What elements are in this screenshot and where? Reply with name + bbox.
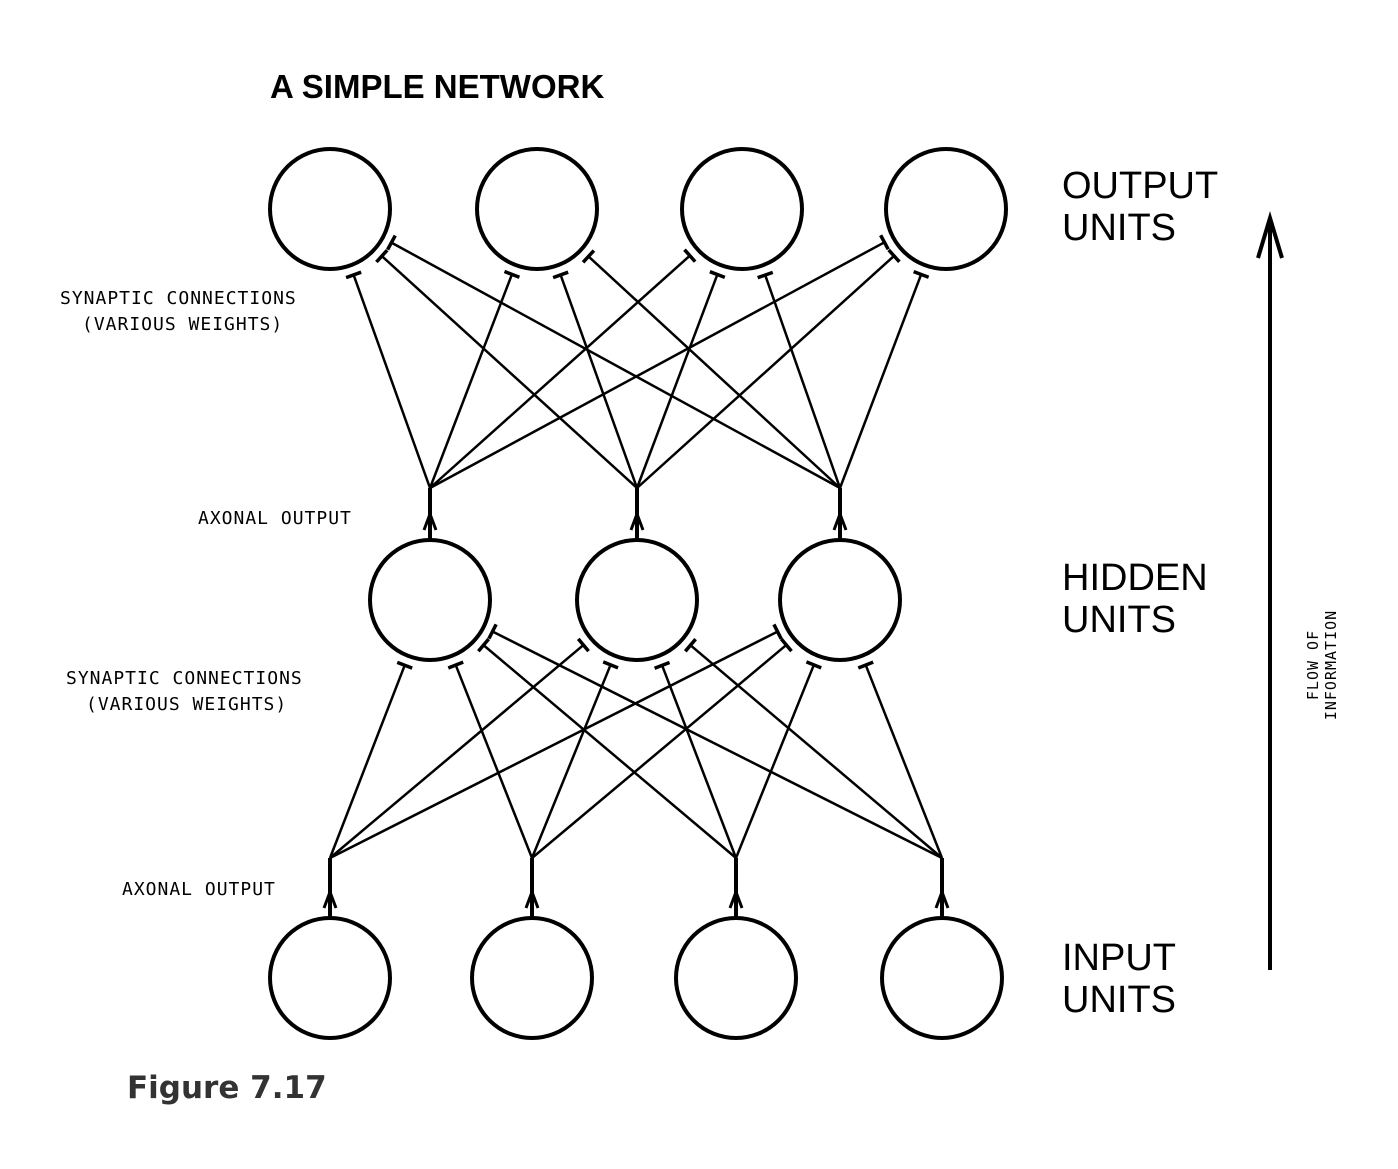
- hidden-unit-2: [575, 538, 699, 662]
- input-unit-3: [674, 916, 798, 1040]
- synapse-terminal-icon-hidden2-output1: [375, 248, 389, 264]
- synapse-terminal-icon-input2-hidden2: [602, 660, 619, 670]
- synapse-terminal-icon-input2-hidden3: [779, 637, 793, 653]
- flow-label: FLOW OF INFORMATION: [1304, 610, 1340, 720]
- axonal-lower-label: AXONAL OUTPUT: [122, 879, 276, 900]
- synapse-input1-to-hidden3: [329, 630, 779, 860]
- synapse-terminal-icon-hidden2-output2: [552, 270, 569, 280]
- synapse-input2-to-hidden2: [530, 664, 612, 859]
- synaptic-upper-label-line2: (VARIOUS WEIGHTS): [82, 314, 283, 335]
- synapse-input3-to-hidden3: [734, 664, 815, 859]
- synapse-hidden1-to-output4: [429, 241, 886, 490]
- synapse-input1-to-hidden1: [328, 664, 406, 859]
- output-layer-label-line1: OUTPUT: [1062, 165, 1218, 207]
- hidden-layer-label-line1: HIDDEN: [1062, 557, 1208, 599]
- figure-caption: Figure 7.17: [127, 1070, 327, 1106]
- synaptic-upper-label-line1: SYNAPTIC CONNECTIONS: [60, 288, 297, 309]
- synapse-terminal-icon-hidden3-output2: [581, 249, 596, 264]
- input-axon-arrow-icon-4: [934, 887, 950, 909]
- synapse-input3-to-hidden1: [482, 644, 737, 859]
- hidden-axon-arrow-icon-2: [629, 509, 645, 531]
- hidden-unit-3: [778, 538, 902, 662]
- input-axon-arrow-icon-1: [322, 887, 338, 909]
- flow-label-line1: FLOW OF: [1304, 630, 1322, 700]
- output-unit-1: [268, 147, 392, 271]
- synapse-terminal-icon-input4-hidden2: [683, 637, 697, 653]
- input-unit-4: [880, 916, 1004, 1040]
- synapse-terminal-icon-hidden1-output3: [683, 248, 697, 263]
- synapse-terminal-icon-input1-hidden3: [772, 623, 783, 640]
- synapse-terminal-icon-hidden1-output4: [879, 234, 890, 251]
- output-layer-label-line2: UNITS: [1062, 207, 1176, 249]
- synapse-terminal-icon-hidden2-output3: [709, 270, 726, 279]
- synapse-input4-to-hidden3: [864, 664, 944, 859]
- synapse-terminal-icon-input4-hidden1: [487, 623, 498, 640]
- synapse-hidden3-to-output3: [764, 274, 842, 489]
- synapse-terminal-icon-hidden3-output4: [913, 269, 930, 279]
- synapse-hidden1-to-output1: [352, 274, 432, 489]
- synapse-hidden1-to-output3: [429, 254, 691, 489]
- synapse-terminal-icon-input3-hidden1: [477, 637, 491, 653]
- synapse-input1-to-hidden2: [329, 644, 585, 859]
- flow-arrow: [1256, 211, 1284, 970]
- synapse-hidden2-to-output3: [635, 274, 719, 489]
- synapse-input2-to-hidden1: [454, 664, 534, 859]
- synapse-terminal-icon-input3-hidden2: [653, 660, 671, 670]
- synapse-terminal-icon-input4-hidden3: [857, 660, 874, 670]
- input-axon-arrow-icon-2: [524, 887, 540, 909]
- synapse-hidden2-to-output4: [636, 254, 895, 489]
- synapse-input3-to-hidden2: [660, 664, 738, 859]
- input-axon-arrow-icon-3: [728, 887, 744, 909]
- output-unit-3: [680, 147, 804, 271]
- synapse-terminal-icon-input3-hidden3: [805, 660, 822, 670]
- input-layer-label-line1: INPUT: [1062, 937, 1176, 979]
- synaptic-lower-label-line1: SYNAPTIC CONNECTIONS: [66, 668, 303, 689]
- input-unit-2: [470, 916, 594, 1040]
- synapse-terminal-icon-hidden1-output2: [503, 269, 521, 279]
- synapse-terminal-icon-hidden2-output4: [887, 248, 901, 264]
- synapse-input4-to-hidden1: [491, 630, 943, 860]
- synapse-terminal-icon-hidden3-output3: [757, 270, 774, 280]
- synapse-hidden3-to-output1: [390, 241, 841, 490]
- synapse-terminal-icon-input1-hidden1: [396, 660, 413, 670]
- diagram-title: A SIMPLE NETWORK: [270, 68, 604, 105]
- synapse-terminal-icon-input1-hidden2: [576, 637, 590, 653]
- synapse-terminal-icon-hidden1-output1: [345, 270, 362, 280]
- flow-label-line2: INFORMATION: [1322, 610, 1340, 720]
- synapse-hidden3-to-output4: [838, 273, 923, 489]
- synapse-hidden3-to-output2: [587, 255, 841, 489]
- hidden-layer-label-line2: UNITS: [1062, 599, 1176, 641]
- synaptic-lower-label-line2: (VARIOUS WEIGHTS): [86, 694, 287, 715]
- synapse-terminal-icon-input2-hidden1: [447, 660, 464, 670]
- flow-arrow-head-icon: [1256, 211, 1284, 259]
- synapse-hidden1-to-output2: [428, 273, 514, 489]
- output-unit-2: [475, 147, 599, 271]
- synapse-hidden2-to-output1: [380, 255, 638, 489]
- axonal-upper-label: AXONAL OUTPUT: [198, 508, 352, 529]
- synapse-terminal-icon-hidden3-output1: [386, 234, 397, 251]
- output-unit-4: [884, 147, 1008, 271]
- synapse-input4-to-hidden2: [689, 644, 943, 859]
- hidden-axon-arrow-icon-3: [832, 509, 848, 531]
- input-layer-label-line2: UNITS: [1062, 979, 1176, 1021]
- synapse-input2-to-hidden3: [531, 643, 788, 859]
- hidden-axon-arrow-icon-1: [422, 509, 438, 531]
- connections-group: [322, 234, 950, 918]
- hidden-unit-1: [368, 538, 492, 662]
- synapse-hidden2-to-output2: [559, 274, 639, 489]
- input-unit-1: [268, 916, 392, 1040]
- nodes-group: [268, 147, 1008, 1040]
